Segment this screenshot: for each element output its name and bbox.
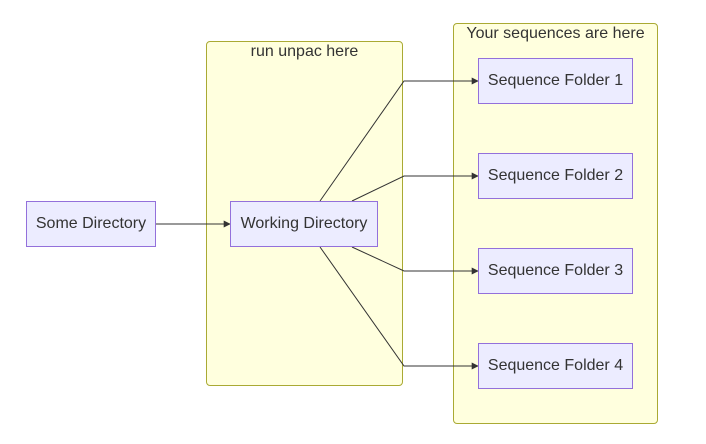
node-sequence-folder-1: Sequence Folder 1 (478, 58, 633, 104)
node-sequence-folder-3: Sequence Folder 3 (478, 248, 633, 294)
cluster-label-your-sequences-are-here: Your sequences are here (466, 25, 645, 42)
node-some-directory: Some Directory (26, 201, 156, 247)
cluster-label-run-unpac-here: run unpac here (250, 43, 359, 60)
edge-working-directory-to-sequence-folder-1 (319, 77, 479, 202)
edge-working-directory-to-sequence-folder-2 (351, 172, 479, 202)
edge-working-directory-to-sequence-folder-3 (351, 246, 479, 275)
node-sequence-folder-4: Sequence Folder 4 (478, 343, 633, 389)
node-sequence-folder-2: Sequence Folder 2 (478, 153, 633, 199)
edge-working-directory-to-sequence-folder-4 (319, 246, 479, 370)
node-working-directory: Working Directory (230, 201, 378, 247)
